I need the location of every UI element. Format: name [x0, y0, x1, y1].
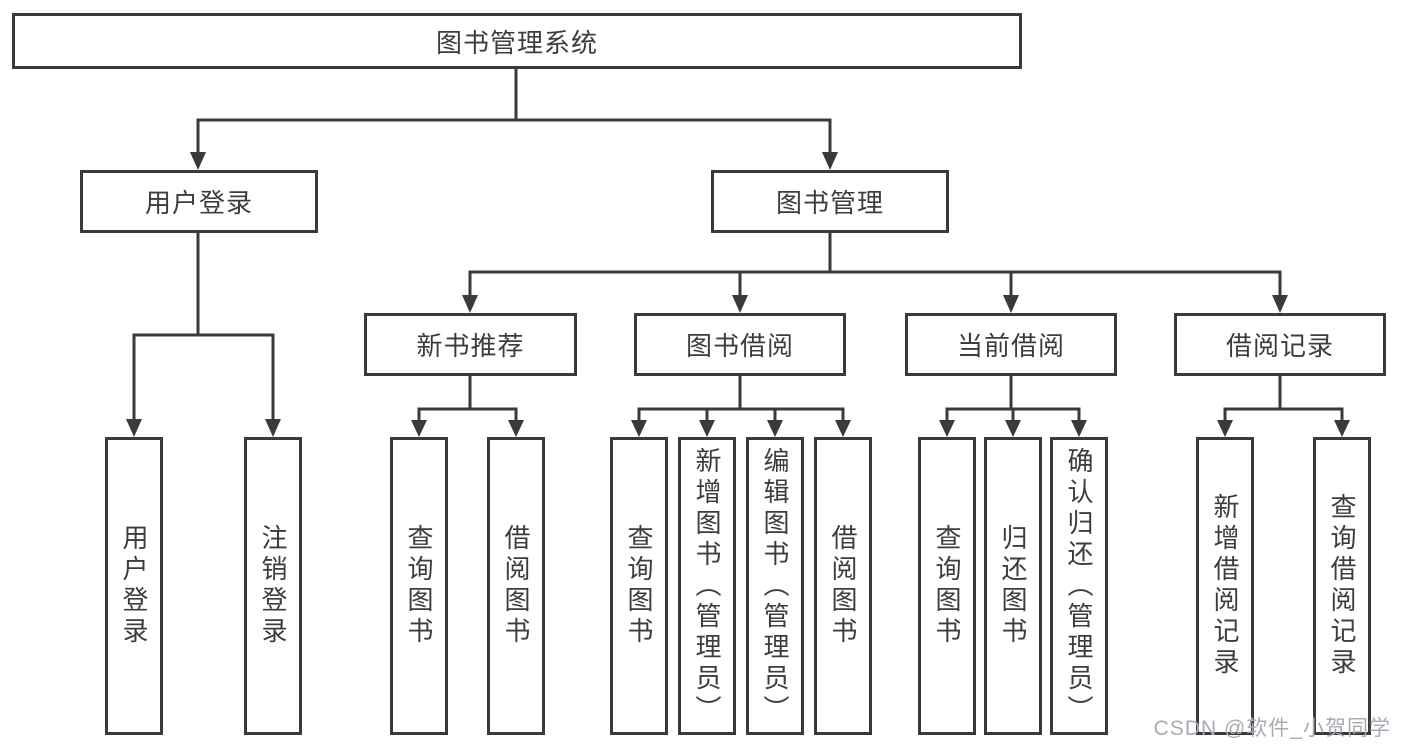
connector-root-to-level2 [190, 69, 838, 170]
leaf-edit-book-admin: 编辑图书（管理员） [746, 437, 804, 735]
leaf-borrow-books-borrowing: 借阅图书 [814, 437, 872, 735]
node-borrowing-records: 借阅记录 [1174, 313, 1386, 376]
node-book-management: 图书管理 [711, 170, 949, 233]
leaf-query-books-borrowing-label: 查询图书 [624, 524, 654, 648]
leaf-query-borrow-record-label: 查询借阅记录 [1327, 493, 1357, 679]
leaf-borrow-books-recommend: 借阅图书 [487, 437, 545, 735]
leaf-add-book-admin: 新增图书（管理员） [678, 437, 736, 735]
leaf-user-login-label: 用户登录 [119, 524, 149, 648]
leaf-query-borrow-record: 查询借阅记录 [1313, 437, 1371, 735]
connector-borrowing-records-children [1217, 376, 1350, 437]
leaf-add-borrow-record: 新增借阅记录 [1196, 437, 1254, 735]
leaf-return-books-label: 归还图书 [998, 524, 1028, 648]
leaf-logout-label: 注销登录 [258, 524, 288, 648]
watermark: CSDN @软件_小贺同学 [1153, 717, 1391, 740]
node-new-book-recommendation: 新书推荐 [364, 313, 577, 376]
leaf-user-login: 用户登录 [105, 437, 163, 735]
leaf-query-books-recommend-label: 查询图书 [404, 524, 434, 648]
leaf-query-books-current: 查询图书 [918, 437, 976, 735]
leaf-confirm-return-admin: 确认归还（管理员） [1050, 437, 1108, 735]
node-current-borrowing: 当前借阅 [905, 313, 1117, 376]
leaf-query-books-recommend: 查询图书 [390, 437, 448, 735]
leaf-confirm-return-admin-label: 确认归还（管理员） [1064, 446, 1094, 726]
connector-book-management-children [462, 233, 1288, 313]
connector-current-borrowing-children [939, 376, 1087, 437]
connector-new-book-recommendation-children [411, 376, 524, 437]
node-library-system: 图书管理系统 [12, 13, 1022, 69]
node-book-borrowing: 图书借阅 [634, 313, 846, 376]
leaf-borrow-books-recommend-label: 借阅图书 [501, 524, 531, 648]
leaf-borrow-books-borrowing-label: 借阅图书 [828, 524, 858, 648]
connector-user-login-children [126, 233, 281, 437]
leaf-add-book-admin-label: 新增图书（管理员） [692, 446, 722, 726]
leaf-query-books-current-label: 查询图书 [932, 524, 962, 648]
leaf-return-books: 归还图书 [984, 437, 1042, 735]
leaf-edit-book-admin-label: 编辑图书（管理员） [760, 446, 790, 726]
leaf-logout: 注销登录 [244, 437, 302, 735]
connector-book-borrowing-children [631, 376, 851, 437]
leaf-query-books-borrowing: 查询图书 [610, 437, 668, 735]
leaf-add-borrow-record-label: 新增借阅记录 [1210, 493, 1240, 679]
node-user-login: 用户登录 [80, 170, 318, 233]
